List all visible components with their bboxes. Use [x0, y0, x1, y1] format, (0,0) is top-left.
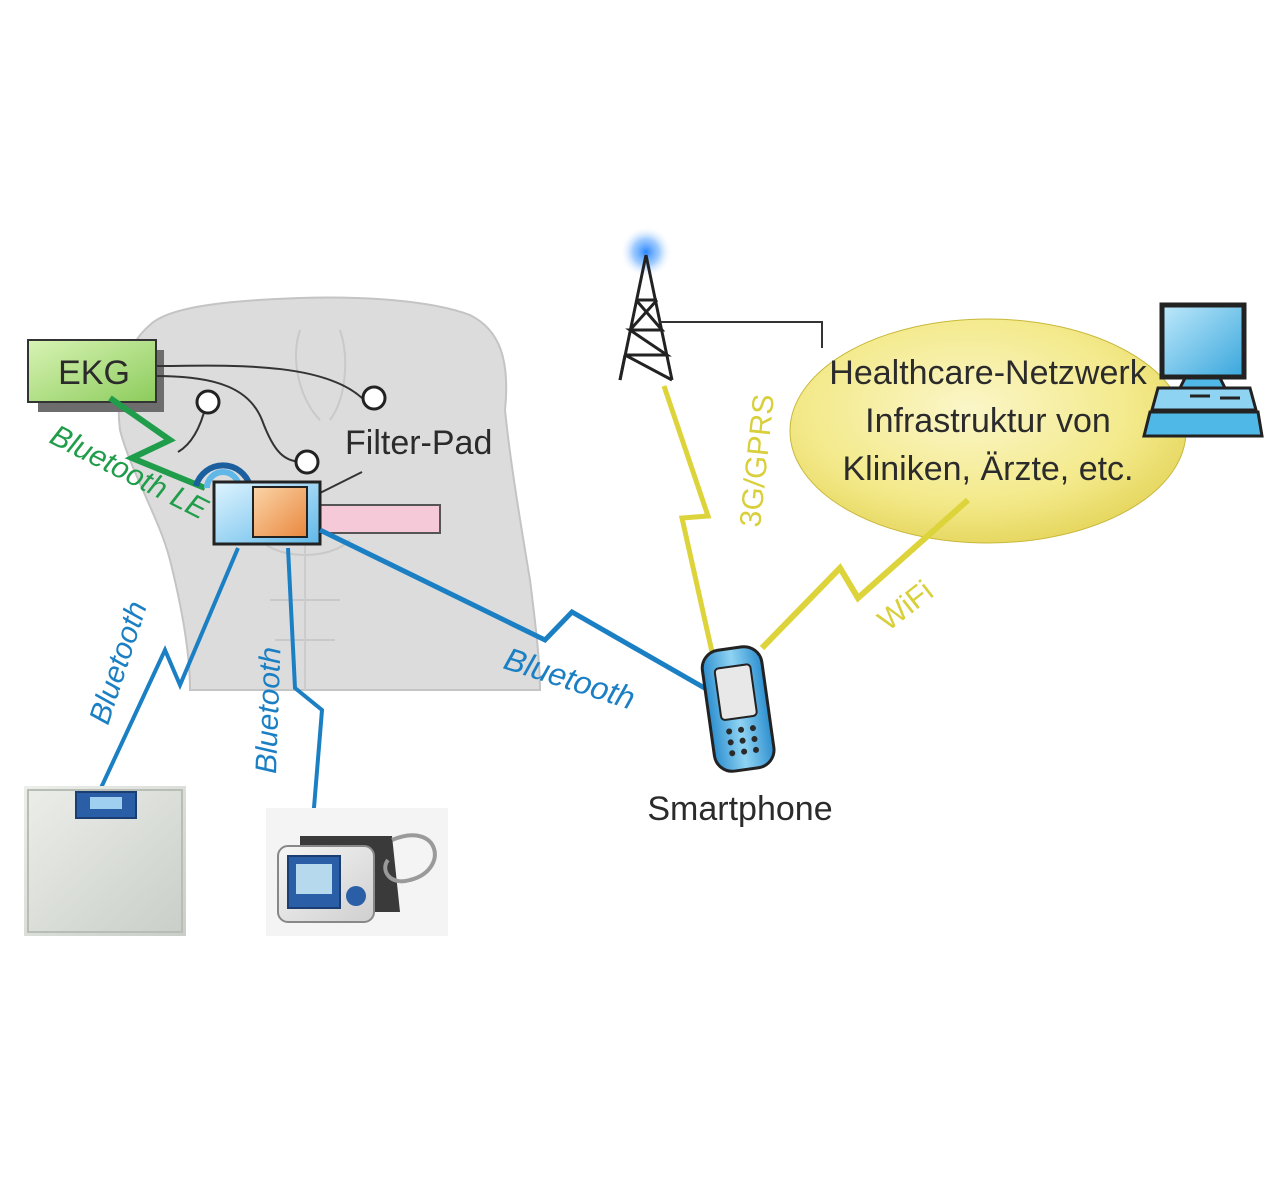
smartphone-label: Smartphone: [647, 790, 832, 828]
wireless-hub-icon: [193, 462, 322, 546]
bluetooth-link-phone: [318, 527, 710, 693]
bluetooth-link-bp: [286, 547, 325, 833]
gprs-link: [661, 385, 715, 653]
electrode-icon: [294, 449, 320, 475]
radio-tower-icon: [618, 226, 674, 382]
electrode-icon: [361, 385, 387, 411]
bluetooth-scale-label: Bluetooth: [83, 597, 154, 728]
bluetooth-le-link: [108, 395, 207, 491]
bluetooth-link-scale: [98, 547, 240, 791]
wifi-label: WiFi: [872, 575, 940, 638]
wifi-link: [759, 497, 970, 651]
filter-pad-label: Filter-Pad: [345, 424, 492, 462]
body-silhouette: [117, 296, 542, 691]
network-label-line2: Infrastruktur von: [865, 402, 1111, 440]
bluetooth-bp-label: Bluetooth: [250, 646, 287, 774]
smartphone-icon: [700, 645, 776, 773]
gprs-label: 3G/GPRS: [734, 393, 781, 529]
ekg-device-icon: [27, 339, 164, 412]
ekg-label: EKG: [58, 354, 130, 392]
blood-pressure-monitor-icon: [266, 808, 448, 936]
tower-network-line: [660, 321, 823, 348]
bluetooth-phone-label: Bluetooth: [500, 640, 640, 716]
desktop-computer-icon: [1142, 302, 1264, 438]
bathroom-scale-icon: [24, 786, 186, 936]
network-label-line1: Healthcare-Netzwerk: [829, 354, 1147, 392]
network-label-line3: Kliniken, Ärzte, etc.: [842, 450, 1133, 488]
chest-belt: [317, 504, 441, 534]
electrode-icon: [195, 389, 221, 415]
